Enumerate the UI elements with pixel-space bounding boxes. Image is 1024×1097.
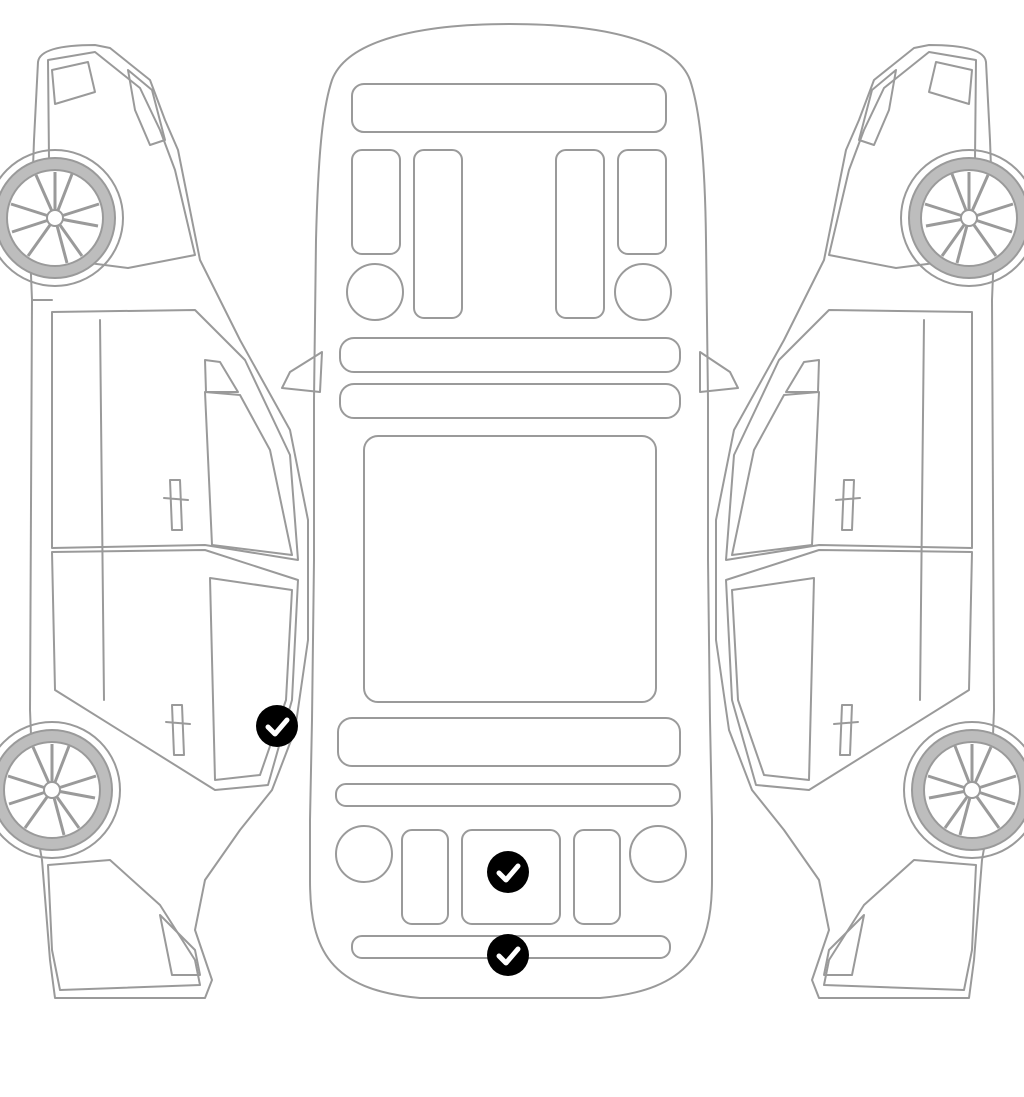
rear-window-panel[interactable] <box>337 717 681 767</box>
left-front-window[interactable] <box>204 391 293 556</box>
rear-right-wheel-top[interactable] <box>629 825 687 883</box>
left-taillight-panel[interactable] <box>401 829 449 925</box>
right-pillar-line <box>919 319 925 701</box>
right-hood-panel[interactable] <box>555 149 605 319</box>
right-front-handle[interactable] <box>835 479 861 531</box>
left-trunk-panel[interactable] <box>47 859 201 991</box>
right-taillight <box>823 914 865 976</box>
left-front-handle[interactable] <box>163 479 189 531</box>
left-front-wheel[interactable] <box>0 149 124 287</box>
rear-roof-strip[interactable] <box>335 783 681 807</box>
right-side-view <box>715 44 1024 999</box>
front-left-wheel-top[interactable] <box>346 263 404 321</box>
front-right-wheel-top[interactable] <box>614 263 672 321</box>
left-headlight <box>127 69 166 146</box>
top-right-mirror[interactable] <box>699 351 739 393</box>
left-front-door[interactable] <box>51 309 299 561</box>
right-front-window[interactable] <box>731 391 820 556</box>
marker-rear-bumper[interactable] <box>487 934 529 976</box>
front-roof-panel[interactable] <box>339 383 681 419</box>
right-headlight-panel[interactable] <box>617 149 667 255</box>
right-taillight-panel[interactable] <box>573 829 621 925</box>
left-roof-rail <box>204 359 239 393</box>
left-rear-wheel[interactable] <box>0 721 121 859</box>
left-rear-handle[interactable] <box>165 704 191 756</box>
top-body[interactable] <box>309 23 713 999</box>
left-pillar-line <box>99 319 105 701</box>
left-hood-panel[interactable] <box>413 149 463 319</box>
right-rear-wheel[interactable] <box>903 721 1024 859</box>
check-icon <box>496 946 521 966</box>
rear-left-wheel-top[interactable] <box>335 825 393 883</box>
check-icon <box>265 717 290 737</box>
right-trunk-panel[interactable] <box>823 859 977 991</box>
right-roof-rail <box>785 359 820 393</box>
left-mirror-pocket <box>51 61 96 105</box>
roof-panel[interactable] <box>363 435 657 703</box>
right-headlight <box>858 69 897 146</box>
marker-left-rear-door[interactable] <box>256 705 298 747</box>
damage-markers <box>256 705 529 976</box>
marker-trunk-lid[interactable] <box>487 851 529 893</box>
right-front-door[interactable] <box>725 309 973 561</box>
windshield-panel[interactable] <box>339 337 681 373</box>
left-headlight-panel[interactable] <box>351 149 401 255</box>
front-bumper-panel[interactable] <box>351 83 667 133</box>
check-icon <box>496 863 521 883</box>
right-rear-window[interactable] <box>731 577 815 781</box>
right-rear-door[interactable] <box>725 549 973 791</box>
right-front-wheel[interactable] <box>900 149 1024 287</box>
right-rear-handle[interactable] <box>833 704 859 756</box>
left-rear-window[interactable] <box>209 577 293 781</box>
top-left-mirror[interactable] <box>281 351 323 393</box>
top-view <box>281 23 739 999</box>
right-mirror-pocket <box>928 61 973 105</box>
left-taillight <box>159 914 201 976</box>
